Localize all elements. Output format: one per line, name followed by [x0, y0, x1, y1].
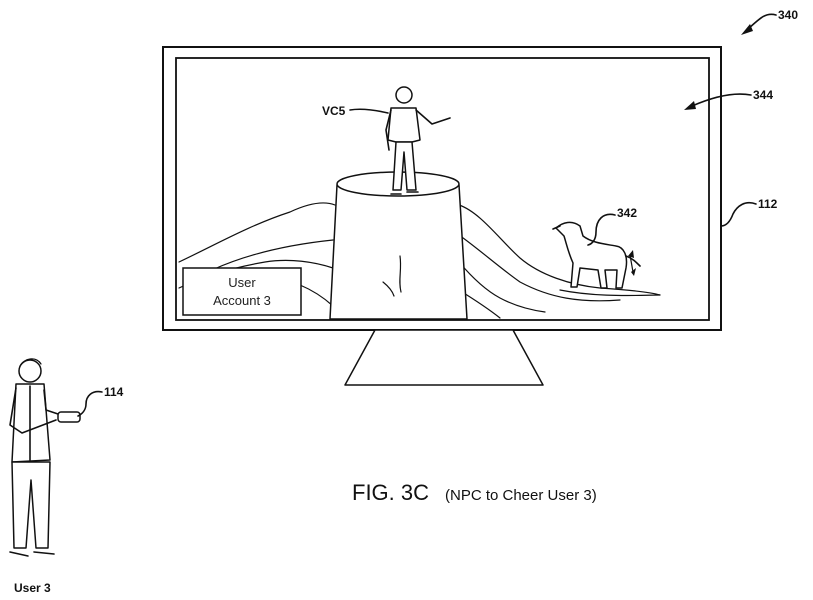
ref-344-arrow-line [691, 93, 752, 107]
account-line-2: Account 3 [213, 293, 271, 308]
terrain-line [458, 261, 546, 313]
figure-caption: FIG. 3C (NPC to Cheer User 3) [352, 480, 597, 505]
terrain-line [458, 204, 661, 296]
account-box-frame [182, 267, 302, 316]
controller-leader-line [77, 390, 103, 417]
dog-body [555, 221, 628, 289]
ref-340-label: 340 [778, 8, 798, 22]
terrain-line [458, 234, 621, 302]
terrain-line [178, 202, 336, 263]
ref-112-leader-line [720, 201, 757, 227]
user-left-arm [9, 387, 57, 434]
character-label: VC5 [322, 104, 346, 118]
ref-112-label: 112 [758, 197, 778, 211]
game-controller-icon [57, 411, 81, 423]
dog-tail [625, 255, 641, 267]
ref-344: 344 [684, 88, 773, 110]
controller-label: 114 [104, 385, 124, 399]
dog-snout [552, 225, 561, 230]
character-right-arm [415, 109, 451, 125]
dog-leader-line [587, 213, 616, 246]
arrow-head-icon [628, 250, 634, 258]
user-head [18, 359, 42, 383]
user-legs [11, 461, 51, 549]
character-leader-line [349, 108, 389, 114]
account-line-1: User [228, 275, 256, 290]
arrow-head-icon [684, 101, 696, 110]
pedestal [329, 184, 468, 320]
user-foot [9, 551, 29, 557]
character-vc5: VC5 [322, 86, 451, 195]
user-foot [33, 551, 55, 555]
caption-main: FIG. 3C [352, 480, 429, 505]
user-torso [11, 383, 51, 463]
monitor-stand [344, 329, 544, 386]
dog-342: 342 [552, 206, 641, 289]
user-label: User 3 [14, 581, 51, 595]
user-3-figure: 114 User 3 [9, 358, 124, 595]
ref-340: 340 [741, 8, 798, 35]
character-left-arm [385, 109, 392, 151]
terrain-line [559, 289, 661, 297]
arrow-head-icon [631, 268, 636, 276]
arrow-head-icon [741, 24, 753, 35]
screen-scene: VC5 342 User Account 3 [178, 86, 661, 320]
caption-sub: (NPC to Cheer User 3) [445, 487, 597, 504]
dog-label: 342 [617, 206, 637, 220]
tail-wag-arrow [629, 254, 634, 273]
pedestal-crack [399, 255, 402, 293]
ref-112: 112 [720, 197, 778, 227]
character-torso [387, 107, 421, 143]
pedestal-crack [382, 281, 395, 297]
character-legs [392, 141, 417, 191]
ref-344-label: 344 [753, 88, 773, 102]
user-hair [19, 358, 42, 367]
terrain-line [211, 239, 334, 271]
user-account-box: User Account 3 [182, 267, 302, 316]
character-head [395, 86, 413, 104]
display-monitor [162, 46, 722, 386]
